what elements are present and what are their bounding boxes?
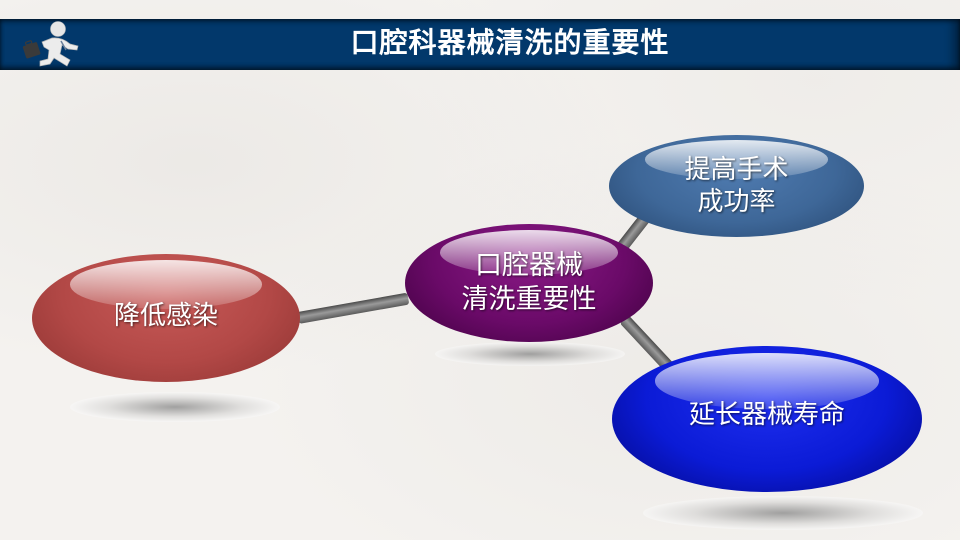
reduce-infection-shadow — [70, 392, 280, 422]
node-extend-life: 延长器械寿命 — [612, 346, 922, 492]
running-man-with-briefcase-icon — [22, 21, 79, 67]
node-center-label: 口腔器械 清洗重要性 — [461, 250, 597, 315]
node-reduce-infection: 降低感染 — [32, 254, 300, 382]
node-improve-success-label: 提高手术 成功率 — [684, 155, 789, 217]
page-title: 口腔科器械清洗的重要性 — [350, 26, 670, 59]
title-bar: 口腔科器械清洗的重要性 — [0, 19, 960, 70]
node-extend-life-label: 延长器械寿命 — [688, 400, 845, 430]
connector-center-to-reduce-infection — [296, 292, 410, 324]
center-node-shadow — [435, 342, 625, 366]
extend-life-shadow — [643, 496, 923, 530]
node-reduce-infection-label: 降低感染 — [113, 301, 218, 331]
node-center-importance: 口腔器械 清洗重要性 — [405, 224, 653, 342]
node-improve-success: 提高手术 成功率 — [609, 135, 864, 237]
